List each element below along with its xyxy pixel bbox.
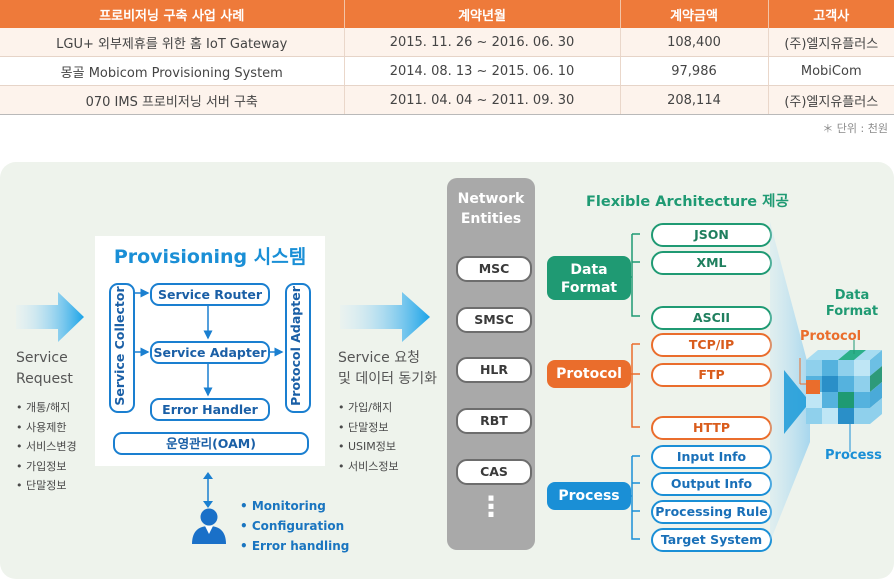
list-item: Error handling [240, 536, 350, 556]
service-request-title: Service Request [16, 348, 73, 390]
cell-amount: 97,986 [620, 56, 769, 86]
service-request-title-line2: Request [16, 371, 73, 387]
header-customer: 고객사 [768, 0, 894, 28]
cube-label-data-format-line1: Data [834, 288, 870, 303]
list-item: 서비스정보 [338, 457, 399, 477]
list-item: 서비스변경 [16, 437, 77, 457]
list-item: USIM정보 [338, 437, 399, 457]
unit-note: ＊ 단위 : 천원 [822, 122, 888, 135]
category-data-format-line1: Data [570, 262, 608, 278]
oam-box: 운영관리(OAM) [113, 432, 309, 455]
service-sync-title-line1: Service 요청 [338, 350, 420, 366]
data-format-json: JSON [651, 223, 772, 247]
category-data-format-line2: Format [560, 280, 618, 296]
provisioning-connectors [133, 288, 284, 397]
operator-functions-list: Monitoring Configuration Error handling [240, 496, 350, 556]
category-protocol: Protocol [547, 360, 631, 388]
operator-user-icon [192, 508, 226, 544]
protocol-adapter-box [285, 283, 311, 413]
service-adapter-box: Service Adapter [150, 341, 270, 364]
header-project: 프로비저닝 구축 사업 사례 [0, 0, 345, 28]
list-item: 단말정보 [16, 476, 77, 496]
error-handler-box: Error Handler [150, 398, 270, 421]
network-entities-title: Network Entities [447, 189, 535, 229]
list-item: 가입/해지 [338, 398, 399, 418]
table-header-row: 프로비저닝 구축 사업 사례 계약년월 계약금액 고객사 [0, 0, 894, 28]
network-entities-title-line2: Entities [460, 211, 522, 227]
architecture-diagram: Service Request 개통/해지 사용제한 서비스변경 가입정보 단말… [0, 162, 894, 579]
protocol-http: HTTP [651, 416, 772, 440]
list-item: Monitoring [240, 496, 349, 516]
cell-customer: MobiCom [768, 56, 894, 86]
cell-project: LGU+ 외부제휴를 위한 홈 IoT Gateway [0, 28, 345, 57]
process-input-info: Input Info [651, 445, 772, 469]
service-sync-title: Service 요청 및 데이터 동기화 [338, 348, 437, 390]
cell-amount: 208,114 [620, 85, 769, 115]
cell-project: 070 IMS 프로비저닝 서버 구축 [0, 85, 345, 115]
cell-customer: (주)엘지유플러스 [768, 85, 894, 115]
protocol-tcpip: TCP/IP [651, 333, 772, 357]
table-row: 070 IMS 프로비저닝 서버 구축 2011. 04. 04 ~ 2011.… [0, 85, 894, 115]
service-router-box: Service Router [150, 283, 270, 306]
cube-label-data-format: Data Format [820, 288, 884, 320]
cube-label-process: Process [825, 448, 882, 463]
cell-customer: (주)엘지유플러스 [768, 28, 894, 57]
cell-period: 2015. 11. 26 ~ 2016. 06. 30 [344, 28, 621, 57]
cube-label-data-format-line2: Format [825, 304, 879, 319]
entity-msc: MSC [456, 256, 532, 282]
service-sync-list: 가입/해지 단말정보 USIM정보 서비스정보 [338, 398, 399, 476]
data-format-xml: XML [651, 251, 772, 275]
header-contract-amount: 계약금액 [620, 0, 769, 28]
list-item: 사용제한 [16, 418, 77, 438]
category-data-format: Data Format [547, 256, 631, 300]
list-item: 개통/해지 [16, 398, 77, 418]
data-format-ascii: ASCII [651, 306, 772, 330]
entity-more-dots: ⋮ [477, 490, 505, 523]
provisioning-title: Provisioning 시스템 [113, 246, 307, 268]
entity-smsc: SMSC [456, 307, 532, 333]
service-request-title-line1: Service [16, 350, 68, 366]
cube-label-protocol: Protocol [800, 329, 862, 344]
flex-architecture-title: Flexible Architecture 제공 [586, 194, 789, 210]
entity-hlr: HLR [456, 357, 532, 383]
process-target-system: Target System [651, 528, 772, 552]
entity-cas: CAS [456, 459, 532, 485]
oam-link-arrow-icon [203, 472, 213, 508]
table-row: 몽골 Mobicom Provisioning System 2014. 08.… [0, 56, 894, 86]
header-contract-period: 계약년월 [344, 0, 621, 28]
process-processing-rule: Processing Rule [651, 500, 772, 524]
list-item: 가입정보 [16, 457, 77, 477]
category-process: Process [547, 482, 631, 510]
list-item: Configuration [240, 516, 349, 536]
network-entities-title-line1: Network [457, 191, 525, 207]
list-item: 단말정보 [338, 418, 399, 438]
service-request-list: 개통/해지 사용제한 서비스변경 가입정보 단말정보 [16, 398, 77, 496]
request-arrow-icon [16, 292, 84, 342]
entity-rbt: RBT [456, 408, 532, 434]
cube-blocks [806, 350, 882, 424]
table-row: LGU+ 외부제휴를 위한 홈 IoT Gateway 2015. 11. 26… [0, 28, 894, 57]
cell-project: 몽골 Mobicom Provisioning System [0, 56, 345, 86]
cell-period: 2014. 08. 13 ~ 2015. 06. 10 [344, 56, 621, 86]
sync-arrow-icon [340, 292, 430, 342]
process-output-info: Output Info [651, 472, 772, 496]
service-collector-box [109, 283, 135, 413]
cell-period: 2011. 04. 04 ~ 2011. 09. 30 [344, 85, 621, 115]
protocol-ftp: FTP [651, 363, 772, 387]
project-table: 프로비저닝 구축 사업 사례 계약년월 계약금액 고객사 LGU+ 외부제휴를 … [0, 0, 894, 115]
cube-graphic [770, 222, 882, 542]
service-sync-title-line2: 및 데이터 동기화 [338, 371, 438, 387]
cell-amount: 108,400 [620, 28, 769, 57]
